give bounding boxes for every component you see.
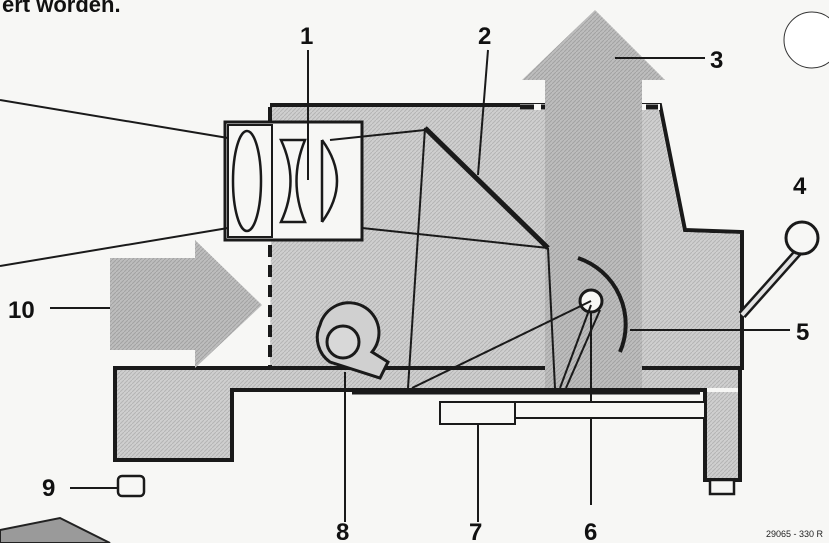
callout-3: 3 <box>710 47 723 74</box>
callout-2: 2 <box>478 23 491 50</box>
callout-7: 7 <box>469 519 482 543</box>
stage-plate <box>439 401 516 425</box>
figure-code: 29065 - 330 R <box>765 529 823 539</box>
corner-object <box>0 516 111 543</box>
lens-barrel <box>223 120 364 242</box>
callout-4: 4 <box>793 173 807 200</box>
handle-knob <box>784 220 820 256</box>
corner-circle <box>783 11 829 69</box>
reflector <box>577 256 628 353</box>
callout-10: 10 <box>8 297 35 324</box>
heading-fragment: ert worden. <box>2 0 121 17</box>
callout-1: 1 <box>300 23 313 50</box>
air-intake-arrow <box>110 240 262 368</box>
callout-6: 6 <box>584 519 597 543</box>
light-output-arrow <box>522 10 665 388</box>
foot <box>116 474 146 498</box>
callout-8: 8 <box>336 519 349 543</box>
callout-9: 9 <box>42 475 55 502</box>
callout-5: 5 <box>796 319 809 346</box>
mirror <box>423 126 550 250</box>
